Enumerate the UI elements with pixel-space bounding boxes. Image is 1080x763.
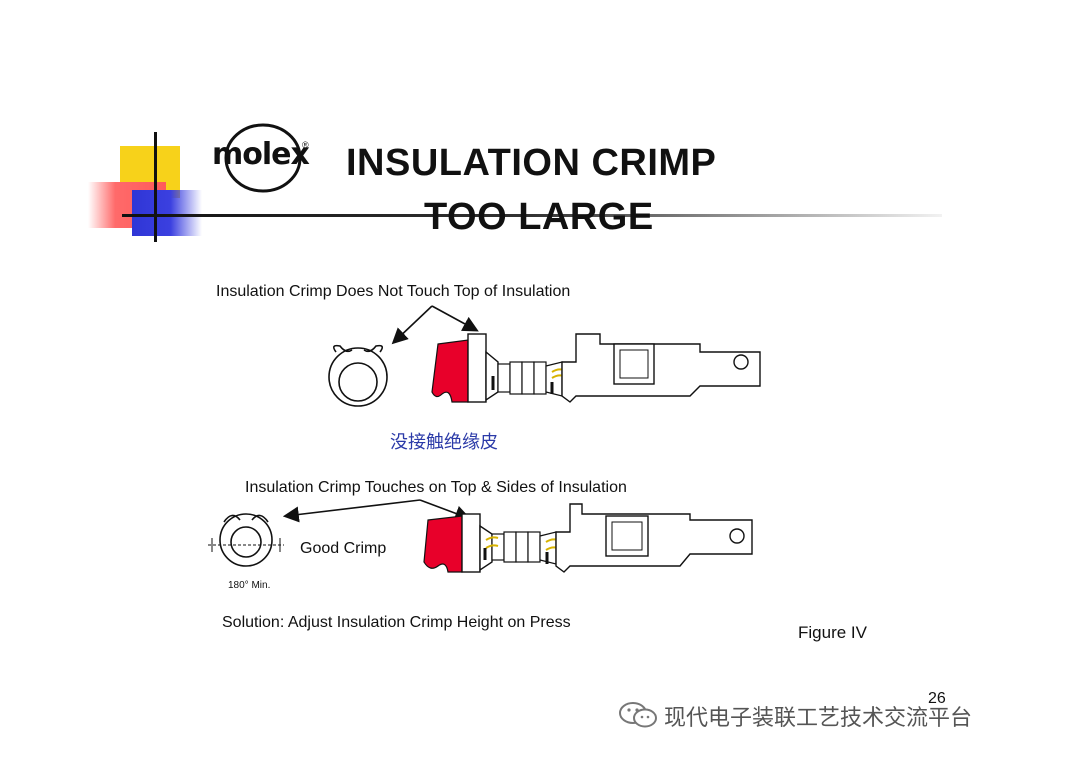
chinese-note: 没接触绝缘皮	[390, 432, 498, 453]
top-arrow-right	[431, 305, 479, 332]
min-angle-label: 180° Min.	[228, 580, 271, 591]
logo-text: molex	[212, 137, 310, 172]
slide-title-line1: INSULATION CRIMP	[346, 142, 717, 184]
slide-title-line2: TOO LARGE	[424, 196, 654, 238]
molex-logo	[224, 123, 302, 193]
top-arrow-left	[391, 305, 433, 345]
figure-label: Figure IV	[798, 623, 867, 642]
bottom-arrow-left	[282, 499, 421, 523]
bottom-label: Insulation Crimp Touches on Top & Sides …	[245, 479, 627, 496]
top-label: Insulation Crimp Does Not Touch Top of I…	[216, 283, 571, 300]
deco-blue-block	[132, 190, 202, 236]
bottom-terminal	[423, 503, 753, 573]
solution-text: Solution: Adjust Insulation Crimp Height…	[222, 614, 571, 631]
top-cross-section	[328, 344, 388, 407]
wechat-icon	[619, 702, 657, 728]
bottom-arrow-right	[419, 499, 471, 521]
bottom-cross-section	[208, 513, 284, 567]
top-terminal	[431, 333, 761, 403]
deco-vertical-line	[154, 132, 157, 242]
logo-registered-mark: ®	[302, 140, 309, 150]
page-number: 26	[928, 690, 946, 707]
title-underline	[122, 214, 942, 217]
good-crimp-label: Good Crimp	[300, 540, 387, 557]
watermark-text: 现代电子装联工艺技术交流平台	[664, 706, 973, 731]
